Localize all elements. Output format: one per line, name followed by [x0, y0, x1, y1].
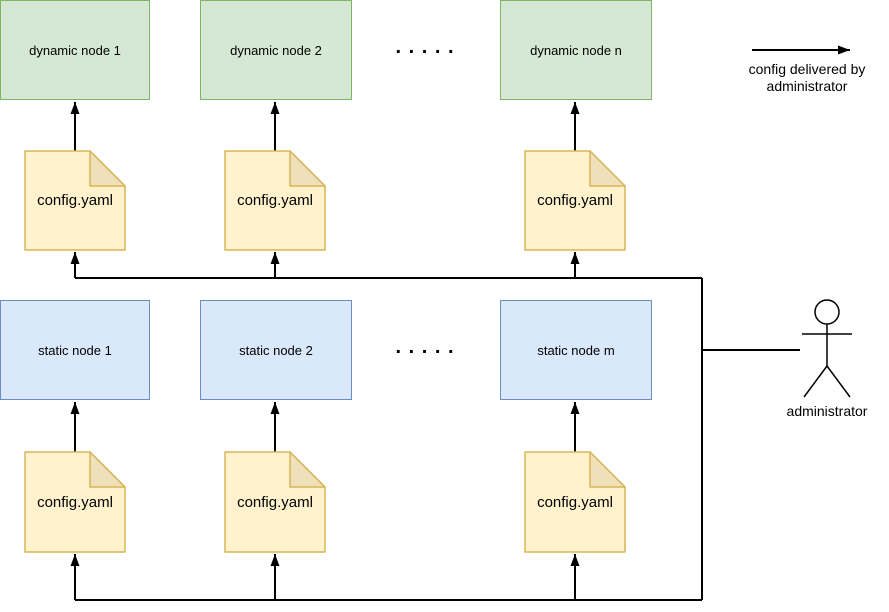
config-file-icon — [224, 150, 326, 251]
config-file-icon — [24, 451, 126, 553]
config-file-icon — [224, 451, 326, 553]
dynamic-node-n: dynamic node n — [500, 0, 652, 100]
config-file-label: config.yaml — [237, 493, 313, 511]
bus-to-top-config-arrows — [70, 252, 580, 278]
config-file-label: config.yaml — [237, 192, 313, 209]
config-file-label: config.yaml — [537, 493, 613, 511]
node-label: dynamic node 1 — [29, 42, 121, 58]
dynamic-node-2: dynamic node 2 — [200, 0, 352, 100]
static-node-2: static node 2 — [200, 300, 352, 400]
static-row-ellipsis: . . . . . — [395, 336, 455, 358]
legend-caption: config delivered by administrator — [740, 61, 874, 95]
actor-right-leg — [826, 365, 851, 398]
administrator-label: administrator — [786, 403, 868, 419]
config-file-icon — [524, 150, 626, 251]
config-file-icon — [24, 150, 126, 251]
node-label: dynamic node n — [530, 42, 622, 58]
dynamic-node-1: dynamic node 1 — [0, 0, 150, 100]
node-label: static node 1 — [38, 342, 112, 358]
config-file-icons — [24, 150, 626, 553]
node-label: static node 2 — [239, 342, 313, 358]
dynamic-row-ellipsis: . . . . . — [395, 36, 455, 58]
static-node-1: static node 1 — [0, 300, 150, 400]
actor-left-leg — [803, 365, 828, 398]
node-label: dynamic node 2 — [230, 42, 322, 58]
legend-line-1: config delivered by — [748, 61, 866, 77]
config-file-label: config.yaml — [537, 192, 613, 209]
bus-to-bottom-config-arrows — [70, 554, 580, 600]
node-label: static node m — [537, 342, 615, 358]
config-to-dynamic-arrows — [70, 102, 580, 151]
legend-line-2: administrator — [766, 78, 848, 94]
config-file-icon — [524, 451, 626, 553]
config-file-label: config.yaml — [37, 192, 113, 209]
static-node-m: static node m — [500, 300, 652, 400]
config-file-label: config.yaml — [37, 493, 113, 511]
connector-lines — [75, 277, 800, 601]
config-to-static-arrows — [70, 402, 580, 452]
administrator-actor-icon — [802, 299, 852, 398]
actor-head — [814, 299, 840, 325]
